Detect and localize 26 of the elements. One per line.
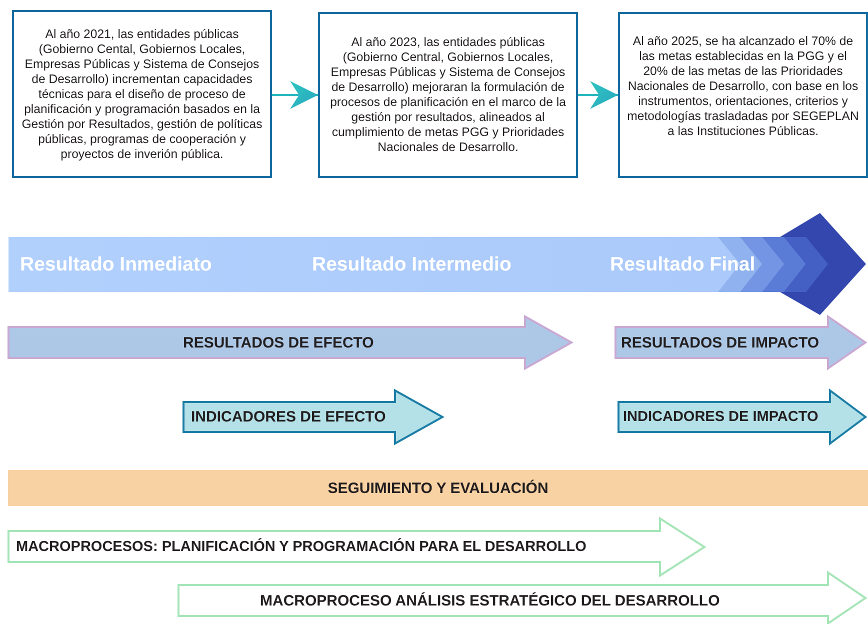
pointed-banner bbox=[615, 316, 866, 369]
chevron-arrow bbox=[578, 81, 618, 109]
stage-label: Resultado Inmediato bbox=[20, 253, 212, 276]
pointed-banner bbox=[178, 572, 866, 624]
banner-label: MACROPROCESOS: PLANIFICACIÓN Y PROGRAMACIÓN PARA EL DESARROLLO bbox=[16, 538, 586, 554]
banner-label: RESULTADOS DE EFECTO bbox=[183, 334, 374, 351]
goal-box bbox=[318, 12, 578, 178]
stage-label: Resultado Final bbox=[610, 253, 756, 276]
pointed-banner bbox=[183, 390, 443, 444]
banner-label: RESULTADOS DE IMPACTO bbox=[621, 334, 820, 351]
banner-label: INDICADORES DE IMPACTO bbox=[623, 409, 818, 425]
pointed-banner bbox=[8, 518, 705, 576]
goal-text: Al año 2021, las entidades públicas (Gobierno Cental, Gobiernos Locales, Empresas Públicas y Sistema de Consejos de Desarrollo) incrementan capacidades técnicas para el diseño de proceso de planificación y programación basados en la Gestión por Resultados, gestión de políticas públicas, programas de cooperación y proyectos de inverión pública. bbox=[20, 26, 264, 162]
goal-text: Al año 2025, se ha alcanzado el 70% de las metas establecidas en la PGG y el 20% de las metas de las Prioridades Nacionales de Desarrollo, con base en los instrumentos, orientaciones, criterios y metodologías trasladadas por SEGEPLAN a las Instituciones Públicas. bbox=[626, 34, 860, 139]
stage-label: Resultado Intermedio bbox=[312, 253, 512, 276]
chevron-arrow bbox=[272, 81, 318, 109]
band-label: SEGUIMIENTO Y EVALUACIÓN bbox=[328, 480, 548, 496]
pointed-banner bbox=[8, 316, 572, 369]
banner-label: INDICADORES DE EFECTO bbox=[191, 408, 386, 426]
pointed-banner bbox=[618, 390, 866, 444]
process-band bbox=[8, 470, 868, 506]
goal-box bbox=[618, 12, 868, 178]
banner-label: MACROPROCESO ANÁLISIS ESTRATÉGICO DEL DESARROLLO bbox=[260, 592, 720, 609]
goal-text: Al año 2023, las entidades públicas (Gobierno Central, Gobiernos Locales, Empresas Públicas y Sistema de Consejos de Desarrollo) mejoraran la formulación de procesos de planificación en el marco de la gestión por resultados, alineados al cumplimiento de metas PGG y Prioridades Nacionales de Desarrollo. bbox=[329, 35, 567, 155]
goal-box bbox=[12, 10, 272, 178]
result-arrow bbox=[8, 213, 866, 315]
